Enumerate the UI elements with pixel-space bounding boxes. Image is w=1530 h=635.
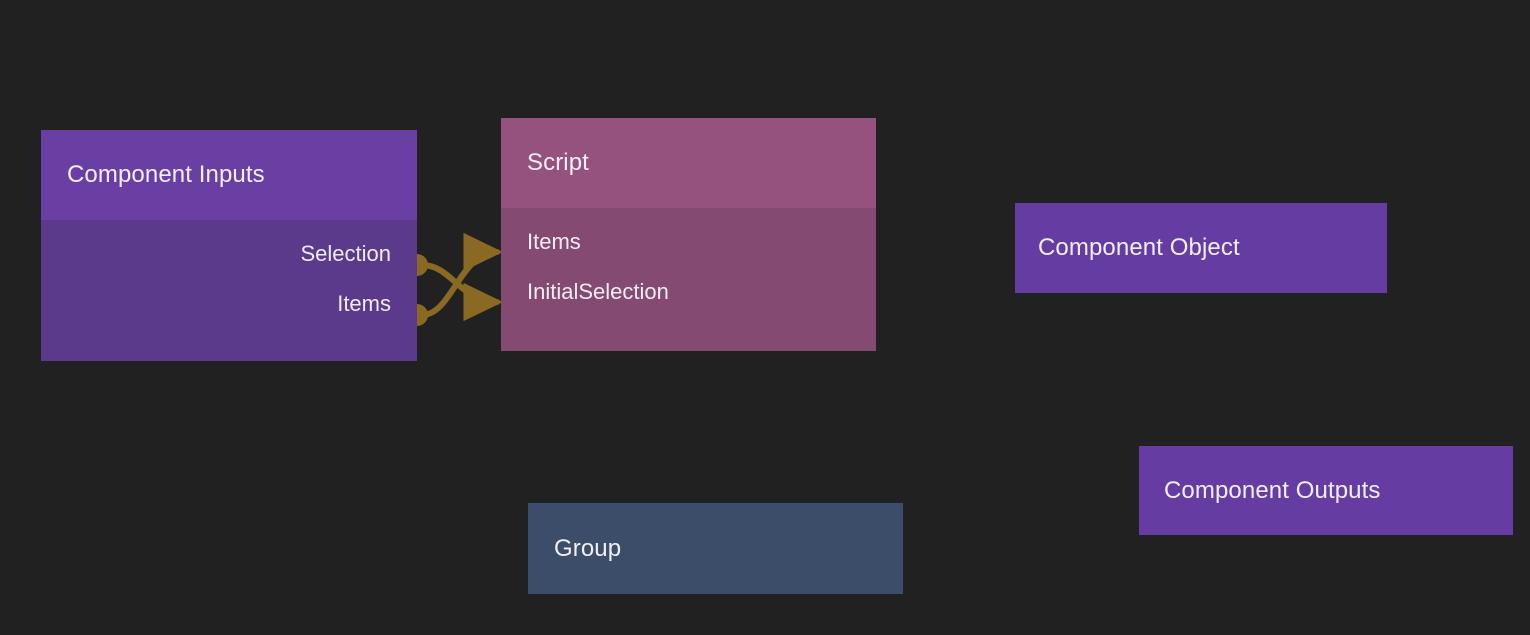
node-component-outputs-title: Component Outputs [1164,476,1381,504]
input-port-initialselection-label: InitialSelection [527,279,669,304]
output-port-items-label: Items [337,291,391,316]
wire-selection-to-initialselection [419,262,503,322]
node-component-outputs[interactable]: Component Outputs [1139,446,1513,535]
node-component-inputs-body: Selection Items [41,220,417,361]
node-script-title: Script [527,149,589,176]
node-script[interactable]: Script Items InitialSelection [501,118,876,351]
wire-items-to-items [419,232,503,318]
output-port-selection[interactable]: Selection [300,239,391,269]
node-component-object-title: Component Object [1038,234,1240,261]
node-component-object[interactable]: Component Object [1015,203,1387,293]
node-script-header[interactable]: Script [501,118,876,208]
node-group-title: Group [554,534,622,562]
output-port-selection-label: Selection [300,241,391,266]
node-component-outputs-header[interactable]: Component Outputs [1139,446,1513,535]
node-component-object-header[interactable]: Component Object [1015,203,1387,293]
input-port-items[interactable]: Items [527,227,581,257]
node-group-header[interactable]: Group [528,503,903,594]
node-component-inputs-title: Component Inputs [67,161,265,188]
output-port-items[interactable]: Items [337,289,391,319]
node-group[interactable]: Group [528,503,903,594]
input-port-initialselection[interactable]: InitialSelection [527,277,669,307]
node-component-inputs-header[interactable]: Component Inputs [41,130,417,220]
node-component-inputs[interactable]: Component Inputs Selection Items [41,130,417,361]
input-port-items-label: Items [527,229,581,254]
node-script-body: Items InitialSelection [501,208,876,351]
